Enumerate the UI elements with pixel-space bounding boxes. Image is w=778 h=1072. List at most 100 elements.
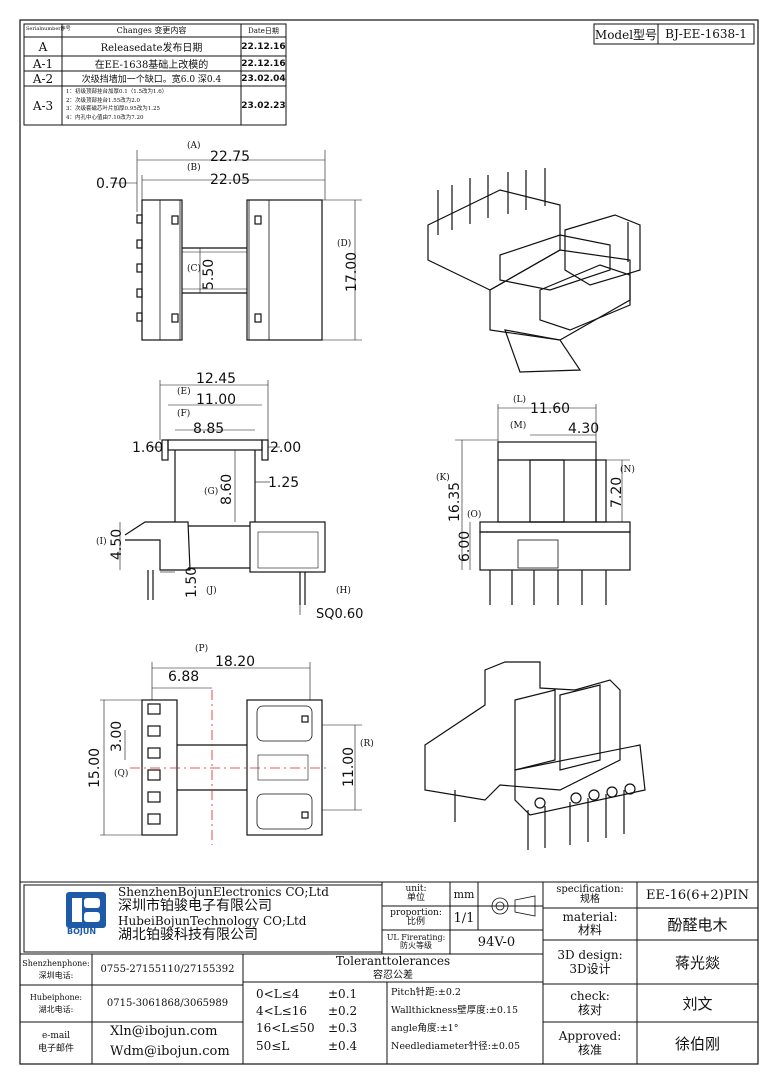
tol-value: ±0.1 bbox=[328, 987, 358, 1001]
tol-range: 4<L≤16 bbox=[256, 1004, 307, 1018]
check-label: check: 核对 bbox=[570, 988, 610, 1017]
side-dims bbox=[455, 404, 630, 570]
dim-label-g: (G) bbox=[204, 487, 219, 497]
proportion-label: proportion: 比例 bbox=[390, 908, 442, 927]
front-view bbox=[124, 439, 326, 605]
proportion-value: 1/1 bbox=[453, 910, 475, 926]
bottom-dims bbox=[100, 662, 362, 836]
ul-label: UL Firerating: 防火等级 bbox=[386, 933, 446, 950]
tolerance-title-cn: 容忍公差 bbox=[373, 970, 413, 981]
dim-j: 1.50 bbox=[184, 566, 200, 598]
dim-right-step: 2.00 bbox=[270, 440, 302, 456]
tol-range: 16<L≤50 bbox=[256, 1021, 315, 1035]
sz-phone: 0755-27155110/27155392 bbox=[100, 964, 235, 975]
spec-value: EE-16(6+2)PIN bbox=[646, 887, 749, 903]
rev-header-date: Date日期 bbox=[248, 26, 279, 35]
rev-change-line: 4：内孔中心值由7.10改为7.20 bbox=[66, 114, 144, 121]
rev-row-serial: A-2 bbox=[32, 71, 54, 86]
front-dims bbox=[119, 380, 301, 615]
dim-label-m: (M) bbox=[510, 421, 527, 431]
rev-header-serial: Serialnumber序号 bbox=[26, 26, 71, 32]
dim-m: 4.30 bbox=[568, 421, 600, 437]
dim-left-step: 1.60 bbox=[132, 440, 164, 456]
material-label: material: 材料 bbox=[562, 909, 618, 937]
dim-label-l: (L) bbox=[513, 395, 526, 405]
approved-value: 徐伯刚 bbox=[674, 1034, 720, 1053]
dim-e: 11.00 bbox=[196, 392, 237, 408]
dim-wall: 1.25 bbox=[268, 475, 300, 491]
dim-label-f: (F) bbox=[177, 409, 191, 419]
note-needle: Needlediameter针径:±0.05 bbox=[391, 1041, 521, 1052]
dim-pin: SQ0.60 bbox=[316, 607, 364, 622]
rev-row-date: 23.02.04 bbox=[241, 73, 286, 84]
approved-label: Approved: 核准 bbox=[558, 1028, 622, 1057]
dim-p: 18.20 bbox=[215, 654, 256, 670]
rev-row-date: 22.12.16 bbox=[241, 41, 286, 52]
dim-label-o: (O) bbox=[467, 510, 482, 520]
rev-row-serial: A bbox=[38, 39, 48, 54]
dim-label-q: (Q) bbox=[114, 769, 129, 779]
sz-phone-label: Shenzhenphone: 深圳电话: bbox=[22, 959, 90, 980]
dim-a: 22.75 bbox=[210, 149, 251, 165]
dim-label-k: (K) bbox=[436, 473, 450, 483]
material-value: 酚醛电木 bbox=[667, 915, 728, 934]
dim-label-d: (D) bbox=[337, 239, 352, 249]
dim-label-r: (R) bbox=[360, 739, 374, 749]
dim-pitch-total: 6.88 bbox=[168, 669, 200, 685]
ul-value: 94V-0 bbox=[477, 934, 516, 950]
dim-b: 22.05 bbox=[210, 172, 251, 188]
tol-range: 50≤L bbox=[256, 1039, 290, 1053]
dim-front-total: 12.45 bbox=[196, 371, 237, 387]
hb-phone-label: Hubeiphone: 湖北电话: bbox=[29, 993, 83, 1014]
dim-label-e: (E) bbox=[177, 387, 191, 397]
bojun-logo-shape bbox=[66, 892, 106, 928]
dim-label-b: (B) bbox=[187, 163, 201, 173]
dim-offset: 0.70 bbox=[96, 176, 128, 192]
title-block-lines bbox=[20, 881, 758, 1064]
dim-o: 6.00 bbox=[457, 530, 473, 562]
revision-table-lines bbox=[23, 23, 287, 126]
tol-value: ±0.3 bbox=[328, 1021, 358, 1035]
note-angle: angle角度:±1° bbox=[391, 1023, 459, 1034]
dim-d: 17.00 bbox=[344, 251, 360, 292]
note-pitch: Pitch针距:±0.2 bbox=[391, 987, 461, 998]
company-cn-1: 深圳市铂骏电子有限公司 bbox=[118, 898, 272, 914]
rev-row-date: 23.02.23 bbox=[241, 100, 286, 111]
unit-value: mm bbox=[453, 887, 475, 901]
rev-header-changes: Changes 变更内容 bbox=[116, 26, 187, 35]
dim-g: 8.60 bbox=[219, 473, 235, 505]
tol-range: 0<L≤4 bbox=[256, 987, 300, 1001]
iso-view-bottom bbox=[424, 661, 646, 850]
spec-label: specification: 规格 bbox=[556, 884, 624, 905]
bottom-centerlines bbox=[130, 690, 330, 845]
rev-row-change-lines: 1：初级顶部挂台加厚0.1（1.5改为1.6） 2：次级顶部挂台1.55改为2.… bbox=[66, 88, 240, 122]
top-view bbox=[136, 199, 323, 341]
dim-k: 16.35 bbox=[447, 481, 463, 522]
dim-r: 11.00 bbox=[341, 746, 357, 787]
unit-label: unit: 单位 bbox=[405, 884, 427, 903]
dim-f: 8.85 bbox=[193, 421, 225, 437]
rev-row-change: 次级挡墙加一个缺口。宽6.0 深0.4 bbox=[81, 75, 222, 85]
company-en-2: HubeiBojunTechnology CO;Ltd bbox=[118, 914, 307, 928]
rev-row-change: 在EE-1638基础上改模的 bbox=[94, 60, 209, 71]
rev-row-serial: A-3 bbox=[32, 98, 54, 113]
dim-q: 15.00 bbox=[87, 747, 103, 788]
side-view bbox=[479, 441, 631, 605]
company-en-1: ShenzhenBojunElectronics CO;Ltd bbox=[118, 885, 329, 899]
dim-label-h: (H) bbox=[336, 586, 351, 596]
company-cn-2: 湖北铂骏科技有限公司 bbox=[118, 927, 258, 943]
top-dims bbox=[110, 150, 362, 341]
tol-value: ±0.2 bbox=[328, 1004, 358, 1018]
dim-label-c: (C) bbox=[187, 264, 201, 274]
rev-change-line: 1：初级顶部挂台加厚0.1（1.5改为1.6） bbox=[66, 89, 168, 95]
design-label: 3D design: 3D设计 bbox=[557, 947, 623, 976]
model-value: BJ-EE-1638-1 bbox=[665, 27, 747, 41]
dim-i: 4.50 bbox=[109, 528, 125, 560]
email-2: Wdm@ibojun.com bbox=[110, 1044, 230, 1059]
dim-label-a: (A) bbox=[187, 141, 201, 151]
design-value: 蒋光燚 bbox=[674, 953, 720, 972]
rev-row-change: Releasedate发布日期 bbox=[100, 43, 203, 54]
logo-text: BOJUN bbox=[67, 927, 97, 936]
dim-label-n: (N) bbox=[620, 465, 635, 475]
